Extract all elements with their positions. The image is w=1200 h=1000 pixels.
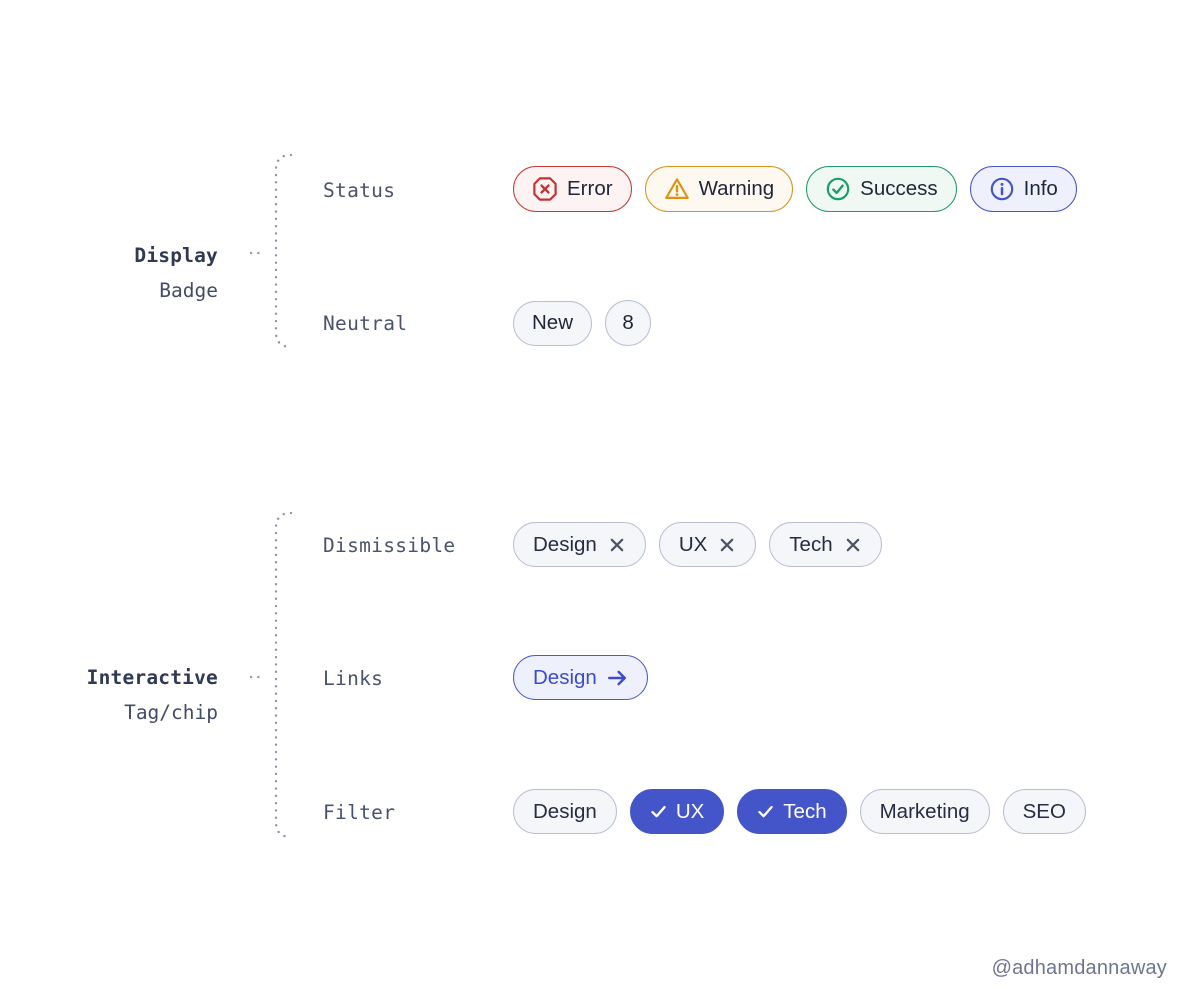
group-subtitle-badge: Badge (159, 279, 218, 302)
badge-error: Error (513, 166, 632, 212)
warning-triangle-icon (664, 176, 690, 202)
attribution-handle: @adhamdannaway (991, 957, 1167, 979)
success-check-circle-icon (825, 176, 851, 202)
dismiss-x-icon[interactable] (844, 536, 862, 554)
filter-tag-row: Design UX Tech Marketing SEO (513, 789, 1086, 834)
tag-label: Design (533, 665, 597, 689)
tag-label: UX (678, 532, 708, 556)
row-label-filter: Filter (323, 801, 396, 824)
group-title-display: Display (134, 244, 218, 267)
badge-label: Success (860, 177, 938, 200)
badge-warning: Warning (644, 166, 794, 212)
filter-chip-tech-selected[interactable]: Tech (737, 789, 847, 834)
badge-count: 8 (605, 300, 652, 346)
badge-new: New (513, 300, 593, 346)
dismissible-tag-row: Design UX Tech (513, 522, 882, 567)
tag-label: Marketing (879, 799, 970, 823)
tag-tech[interactable]: Tech (769, 522, 882, 567)
badge-label: Info (1023, 177, 1058, 200)
dotted-bracket-display (249, 153, 293, 349)
badge-label: Warning (698, 177, 775, 200)
tag-label: Tech (789, 532, 833, 556)
filter-chip-marketing[interactable]: Marketing (859, 789, 990, 834)
arrow-right-icon (606, 667, 628, 689)
info-circle-icon (989, 176, 1015, 202)
group-title-interactive: Interactive (86, 666, 218, 689)
check-icon (650, 803, 667, 820)
row-label-links: Links (323, 667, 384, 690)
filter-chip-design[interactable]: Design (513, 789, 617, 834)
badge-success: Success (806, 166, 957, 212)
tag-label: SEO (1022, 799, 1066, 823)
check-icon (757, 803, 774, 820)
neutral-badge-row: New 8 (513, 300, 652, 346)
tag-label: UX (675, 799, 705, 823)
tag-ux[interactable]: UX (658, 522, 757, 567)
tag-label: Design (533, 799, 597, 823)
tag-design[interactable]: Design (513, 522, 646, 567)
row-label-dismissible: Dismissible (323, 534, 456, 557)
tag-label: Design (533, 532, 597, 556)
filter-chip-seo[interactable]: SEO (1002, 789, 1086, 834)
tag-label: Tech (783, 799, 827, 823)
group-subtitle-tag-chip: Tag/chip (124, 701, 218, 724)
dismiss-x-icon[interactable] (718, 536, 736, 554)
badge-label: New (532, 311, 574, 334)
badge-label: 8 (622, 311, 634, 334)
error-octagon-icon (532, 176, 558, 202)
status-badge-row: Error Warning Success (513, 166, 1077, 212)
row-label-neutral: Neutral (323, 312, 408, 335)
badge-info: Info (969, 166, 1077, 212)
row-label-status: Status (323, 179, 396, 202)
tag-link-design[interactable]: Design (513, 655, 648, 700)
dismiss-x-icon[interactable] (608, 536, 626, 554)
link-tag-row: Design (513, 655, 648, 700)
filter-chip-ux-selected[interactable]: UX (629, 789, 725, 834)
badge-label: Error (567, 177, 613, 200)
dotted-bracket-interactive (249, 511, 293, 839)
